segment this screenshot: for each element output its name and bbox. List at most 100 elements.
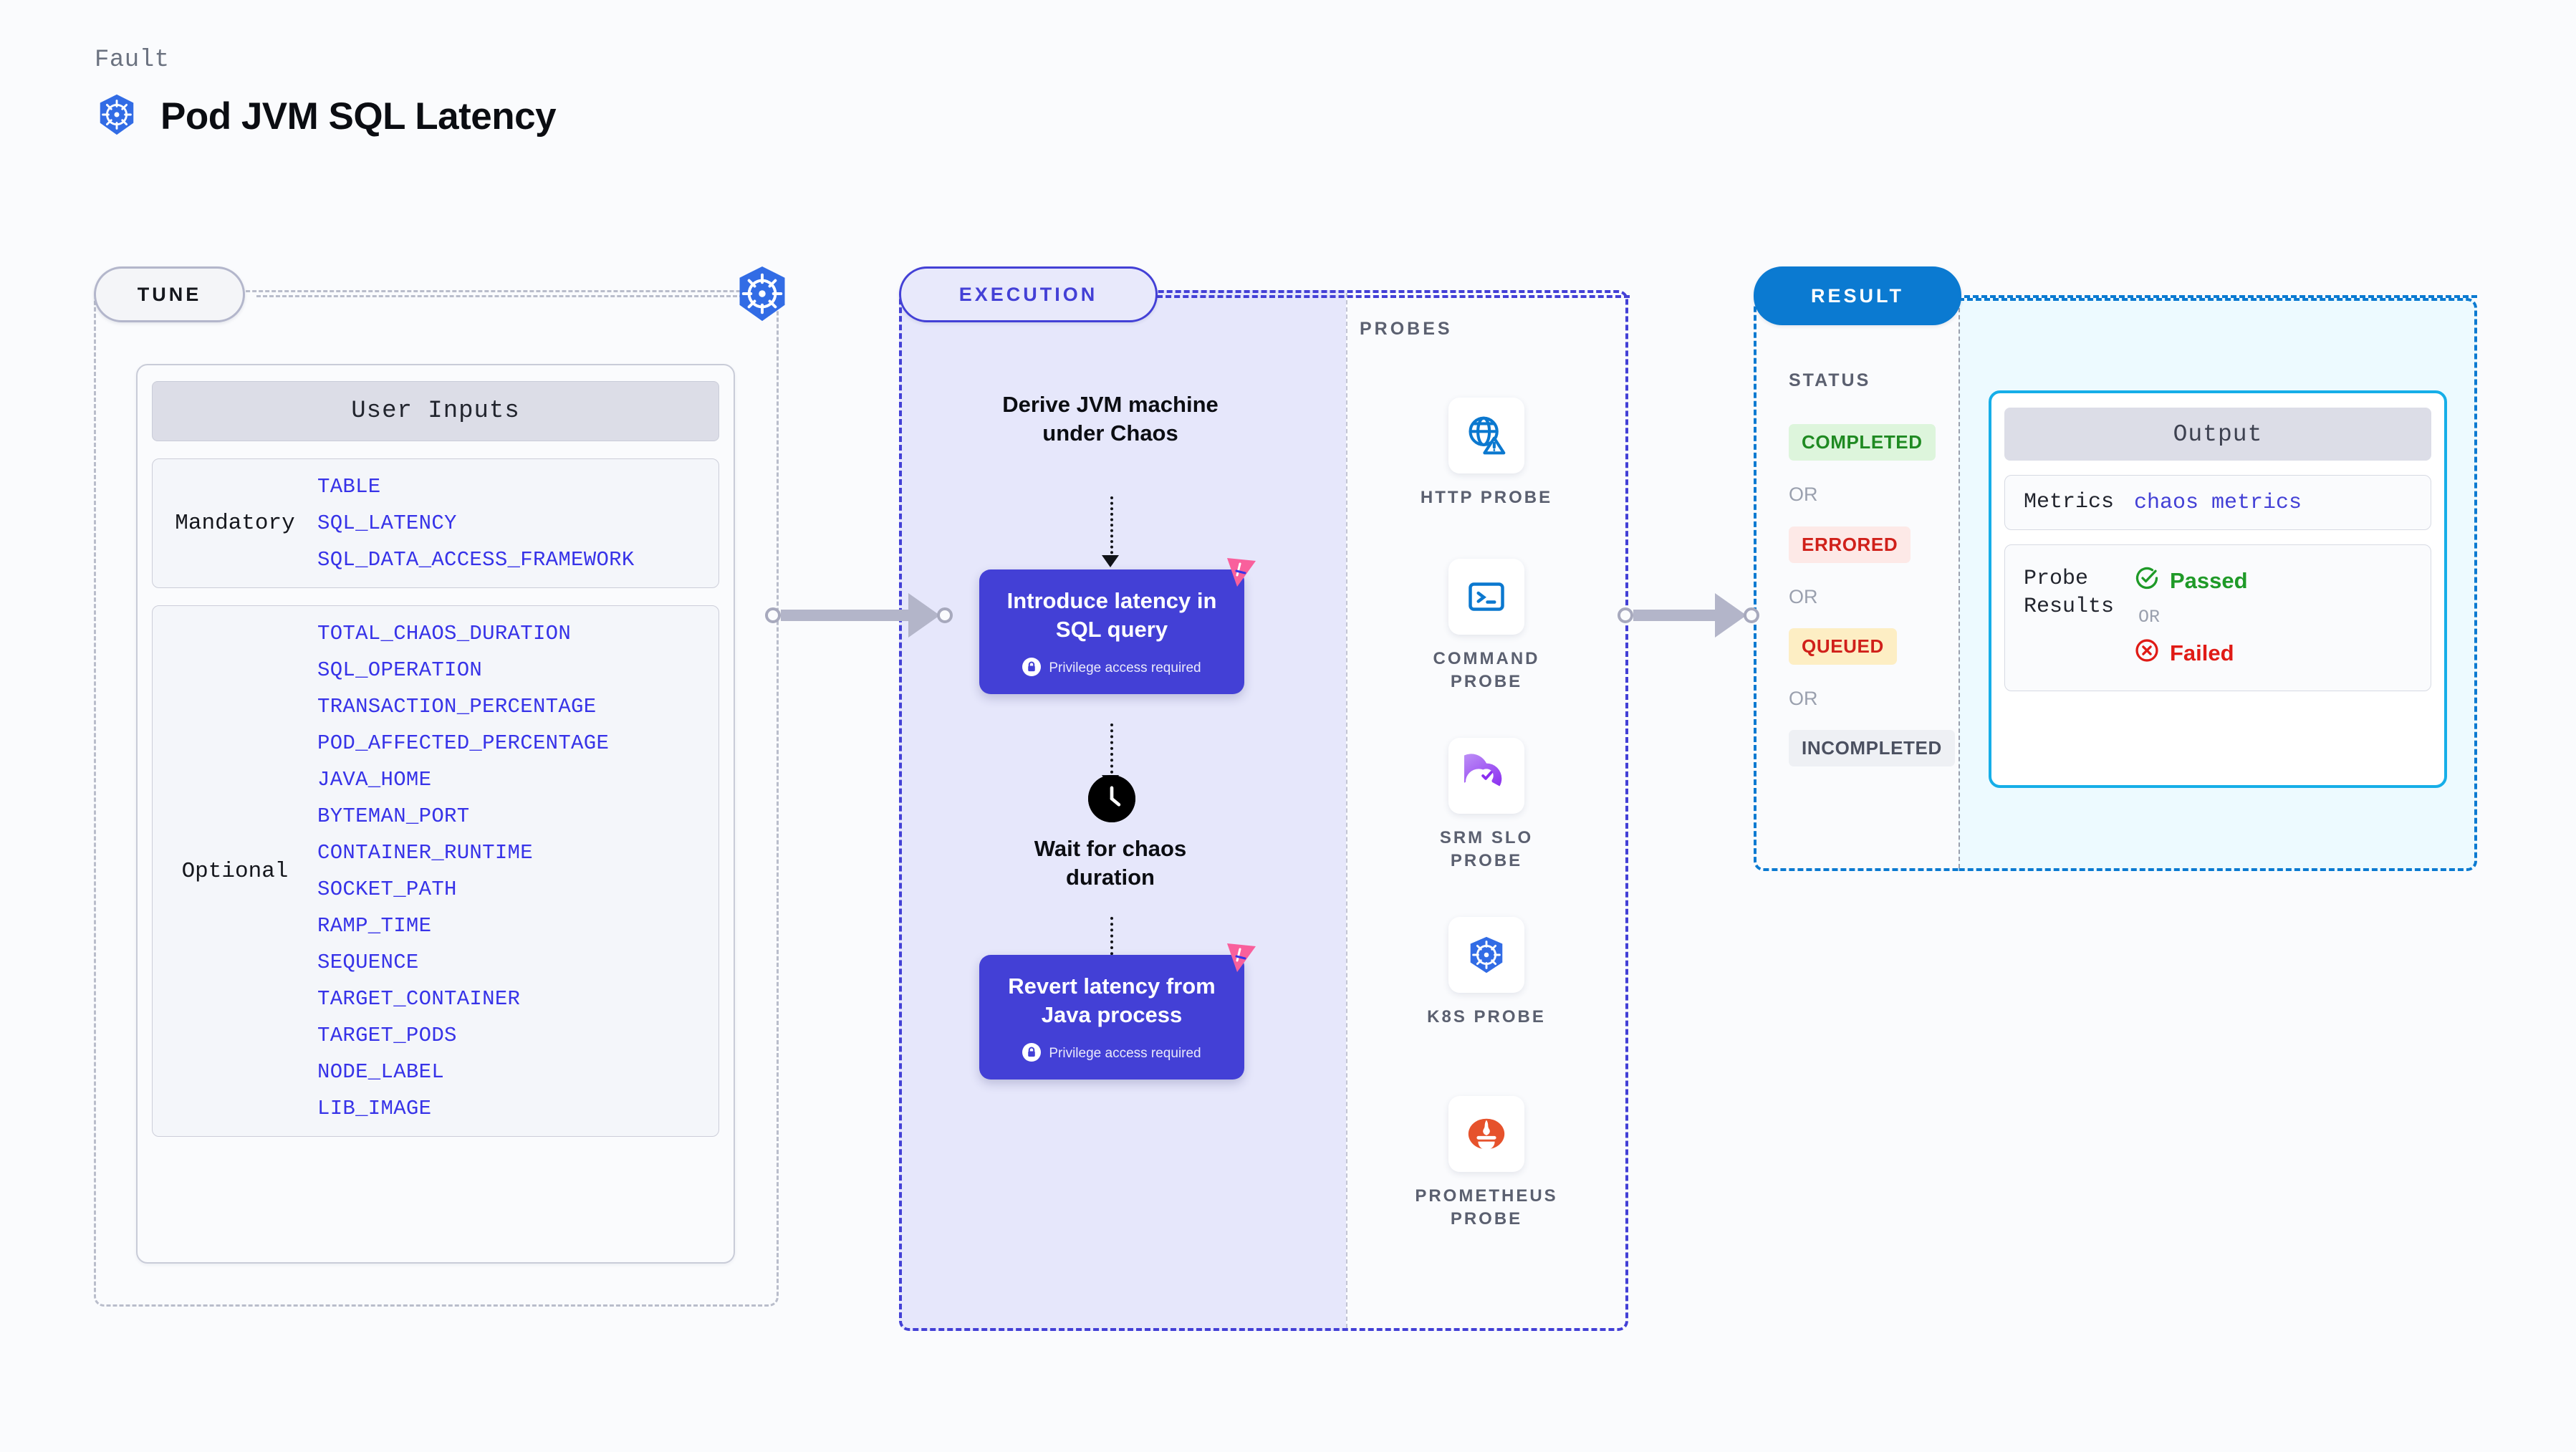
action-title: Revert latency from Java process (1008, 973, 1216, 1028)
lock-icon (1022, 1042, 1042, 1065)
param-item[interactable]: JAVA_HOME (317, 768, 432, 792)
status-badge-errored: ERRORED (1789, 527, 1911, 563)
tune-badge: TUNE (94, 266, 245, 322)
probe-command[interactable]: COMMAND PROBE (1397, 559, 1576, 694)
chaos-badge-icon (1223, 939, 1260, 976)
probe-label: SRM SLO PROBE (1439, 828, 1534, 871)
connector-dot (1618, 607, 1633, 623)
status-or: OR (1789, 484, 1818, 505)
param-item[interactable]: TARGET_PODS (317, 1024, 457, 1047)
privilege-row: Privilege access required (992, 1042, 1231, 1065)
result-badge: RESULT (1754, 266, 1961, 325)
execution-connector-line (1157, 295, 1630, 298)
param-item[interactable]: POD_AFFECTED_PERCENTAGE (317, 731, 610, 755)
flow-dotted-line (1110, 496, 1113, 559)
globe-warning-icon (1448, 398, 1524, 473)
clock-icon (1088, 775, 1135, 822)
flow-dotted-line (1110, 723, 1113, 779)
tune-panel (94, 290, 779, 1307)
introduce-latency-action[interactable]: Introduce latency in SQL query Privilege… (979, 558, 1256, 694)
status-title: STATUS (1789, 370, 1871, 390)
title-row: Pod JVM SQL Latency (95, 92, 557, 140)
probe-result-or: OR (2138, 607, 2161, 628)
probe-result-passed: Passed (2134, 565, 2248, 597)
param-item[interactable]: TABLE (317, 475, 381, 499)
param-item[interactable]: TOTAL_CHAOS_DURATION (317, 622, 572, 645)
probe-result-label: Passed (2170, 568, 2248, 593)
mandatory-param-list: TABLE SQL_LATENCY SQL_DATA_ACCESS_FRAMEW… (317, 475, 635, 572)
output-title: Output (2004, 408, 2431, 461)
privilege-text: Privilege access required (1049, 660, 1201, 676)
connector-execution-to-result (1618, 593, 1759, 638)
connector-tune-to-execution (765, 593, 953, 638)
metrics-value[interactable]: chaos metrics (2134, 490, 2302, 515)
x-circle-icon (2134, 638, 2160, 669)
privilege-text: Privilege access required (1049, 1046, 1201, 1062)
param-item[interactable]: SQL_DATA_ACCESS_FRAMEWORK (317, 548, 635, 572)
param-item[interactable]: TARGET_CONTAINER (317, 987, 521, 1011)
status-or: OR (1789, 688, 1818, 709)
param-item[interactable]: SEQUENCE (317, 951, 419, 974)
probe-srm-slo[interactable]: SRM SLO PROBE (1397, 738, 1576, 873)
probe-k8s[interactable]: K8S PROBE (1397, 917, 1576, 1029)
connector-dot (1744, 607, 1759, 623)
status-badge-queued: QUEUED (1789, 628, 1897, 665)
param-item[interactable]: CONTAINER_RUNTIME (317, 841, 533, 865)
metrics-key: Metrics (2024, 490, 2115, 514)
probe-prometheus[interactable]: PROMETHEUS PROBE (1397, 1096, 1576, 1231)
param-item[interactable]: NODE_LABEL (317, 1060, 445, 1084)
page-header: Fault Pod JVM SQL Latency (95, 47, 557, 140)
probe-label: PROMETHEUS PROBE (1415, 1186, 1558, 1229)
action-title: Introduce latency in SQL query (1006, 588, 1217, 643)
probe-result-failed: Failed (2134, 638, 2248, 669)
check-circle-icon (2134, 565, 2160, 597)
execution-badge: EXECUTION (899, 266, 1158, 322)
tune-connector-line (256, 295, 744, 297)
optional-param-list: TOTAL_CHAOS_DURATION SQL_OPERATION TRANS… (317, 622, 609, 1120)
kubernetes-icon (732, 264, 792, 324)
mandatory-label: Mandatory (175, 511, 295, 536)
flow-dotted-line (1110, 917, 1113, 973)
status-or: OR (1789, 586, 1818, 607)
terminal-icon (1448, 559, 1524, 635)
kubernetes-icon (95, 92, 139, 140)
param-item[interactable]: TRANSACTION_PERCENTAGE (317, 695, 597, 718)
metrics-row: Metrics chaos metrics (2004, 475, 2431, 530)
output-card: Output Metrics chaos metrics Probe Resul… (1989, 390, 2447, 788)
connector-dot (937, 607, 953, 623)
result-connector-line (1956, 295, 2477, 298)
param-item[interactable]: SOCKET_PATH (317, 878, 457, 901)
derive-jvm-step-label: Derive JVM machine under Chaos (1002, 392, 1219, 446)
lock-icon (1022, 657, 1042, 680)
fault-eyebrow-label: Fault (95, 47, 170, 74)
connector-arrowhead (1715, 593, 1746, 638)
status-badge-completed: COMPLETED (1789, 424, 1936, 461)
optional-label: Optional (181, 858, 289, 884)
probe-results-row: Probe Results Passed OR Failed (2004, 544, 2431, 691)
probe-result-label: Failed (2170, 640, 2234, 665)
probes-title: PROBES (1360, 319, 1453, 339)
param-item[interactable]: LIB_IMAGE (317, 1097, 432, 1120)
user-inputs-card: User Inputs Mandatory TABLE SQL_LATENCY … (136, 364, 735, 1264)
chaos-badge-icon (1223, 554, 1260, 591)
prometheus-icon (1448, 1096, 1524, 1172)
param-item[interactable]: RAMP_TIME (317, 914, 432, 938)
kubernetes-icon (1448, 917, 1524, 993)
execution-probes-frame (899, 290, 1628, 1331)
revert-latency-action[interactable]: Revert latency from Java process Privile… (979, 943, 1256, 1080)
probe-results-values: Passed OR Failed (2134, 565, 2248, 669)
execution-probes-divider (1346, 293, 1347, 1328)
srm-slo-icon (1448, 738, 1524, 814)
probe-label: HTTP PROBE (1420, 488, 1553, 507)
probe-label: COMMAND PROBE (1433, 649, 1540, 692)
mandatory-params-box: Mandatory TABLE SQL_LATENCY SQL_DATA_ACC… (152, 458, 719, 588)
status-panel (1754, 298, 1959, 871)
connector-bar (1633, 610, 1716, 621)
connector-dot (765, 607, 781, 623)
param-item[interactable]: SQL_LATENCY (317, 511, 457, 535)
param-item[interactable]: BYTEMAN_PORT (317, 804, 470, 828)
privilege-row: Privilege access required (992, 657, 1231, 680)
param-item[interactable]: SQL_OPERATION (317, 658, 483, 682)
probe-http[interactable]: HTTP PROBE (1397, 398, 1576, 509)
optional-params-box: Optional TOTAL_CHAOS_DURATION SQL_OPERAT… (152, 605, 719, 1137)
